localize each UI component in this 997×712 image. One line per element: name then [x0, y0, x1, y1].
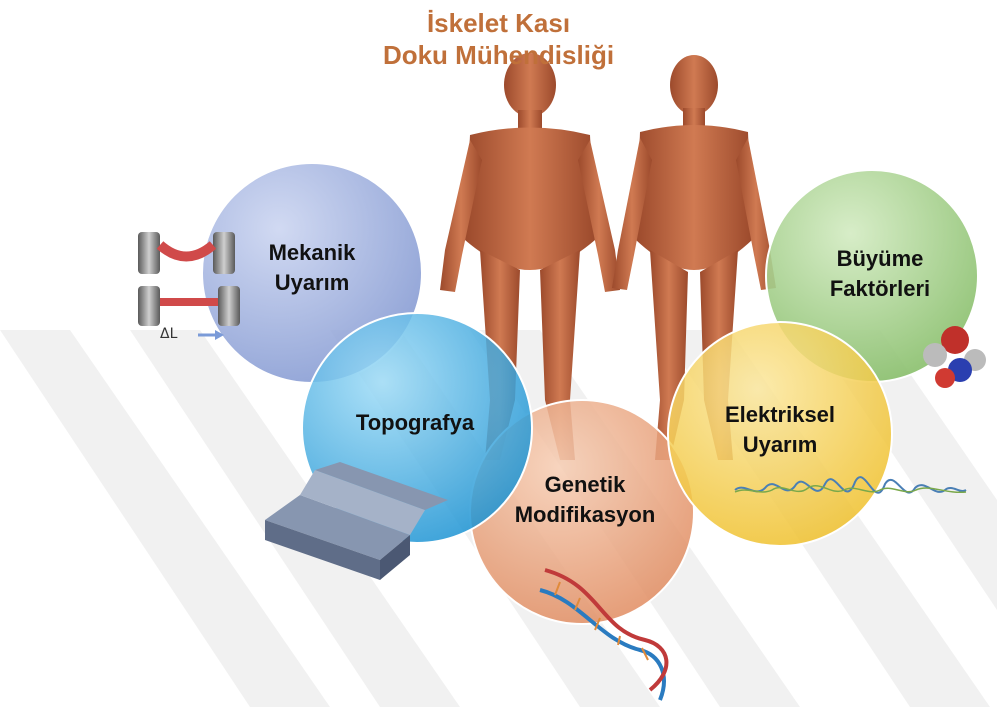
mechanical-stretch-icon [138, 232, 240, 340]
elektriksel-label-line2: Uyarım [700, 430, 860, 460]
topografya-label: Topografya [330, 408, 500, 438]
genetik-label: Genetik Modifikasyon [505, 470, 665, 530]
buyume-label: Büyüme Faktörleri [800, 244, 960, 304]
title-line-1: İskelet Kası [0, 8, 997, 39]
mekanik-label-line2: Uyarım [232, 268, 392, 298]
delta-length-label: ΔL [160, 326, 177, 342]
mekanik-label: Mekanik Uyarım [232, 238, 392, 298]
topografya-label-line1: Topografya [330, 408, 500, 438]
buyume-label-line1: Büyüme [800, 244, 960, 274]
mekanik-label-line1: Mekanik [232, 238, 392, 268]
buyume-label-line2: Faktörleri [800, 274, 960, 304]
genetik-label-line1: Genetik [505, 470, 665, 500]
title-line-2: Doku Mühendisliği [0, 40, 997, 71]
genetik-label-line2: Modifikasyon [505, 500, 665, 530]
elektriksel-label-line1: Elektriksel [700, 400, 860, 430]
elektriksel-label: Elektriksel Uyarım [700, 400, 860, 460]
